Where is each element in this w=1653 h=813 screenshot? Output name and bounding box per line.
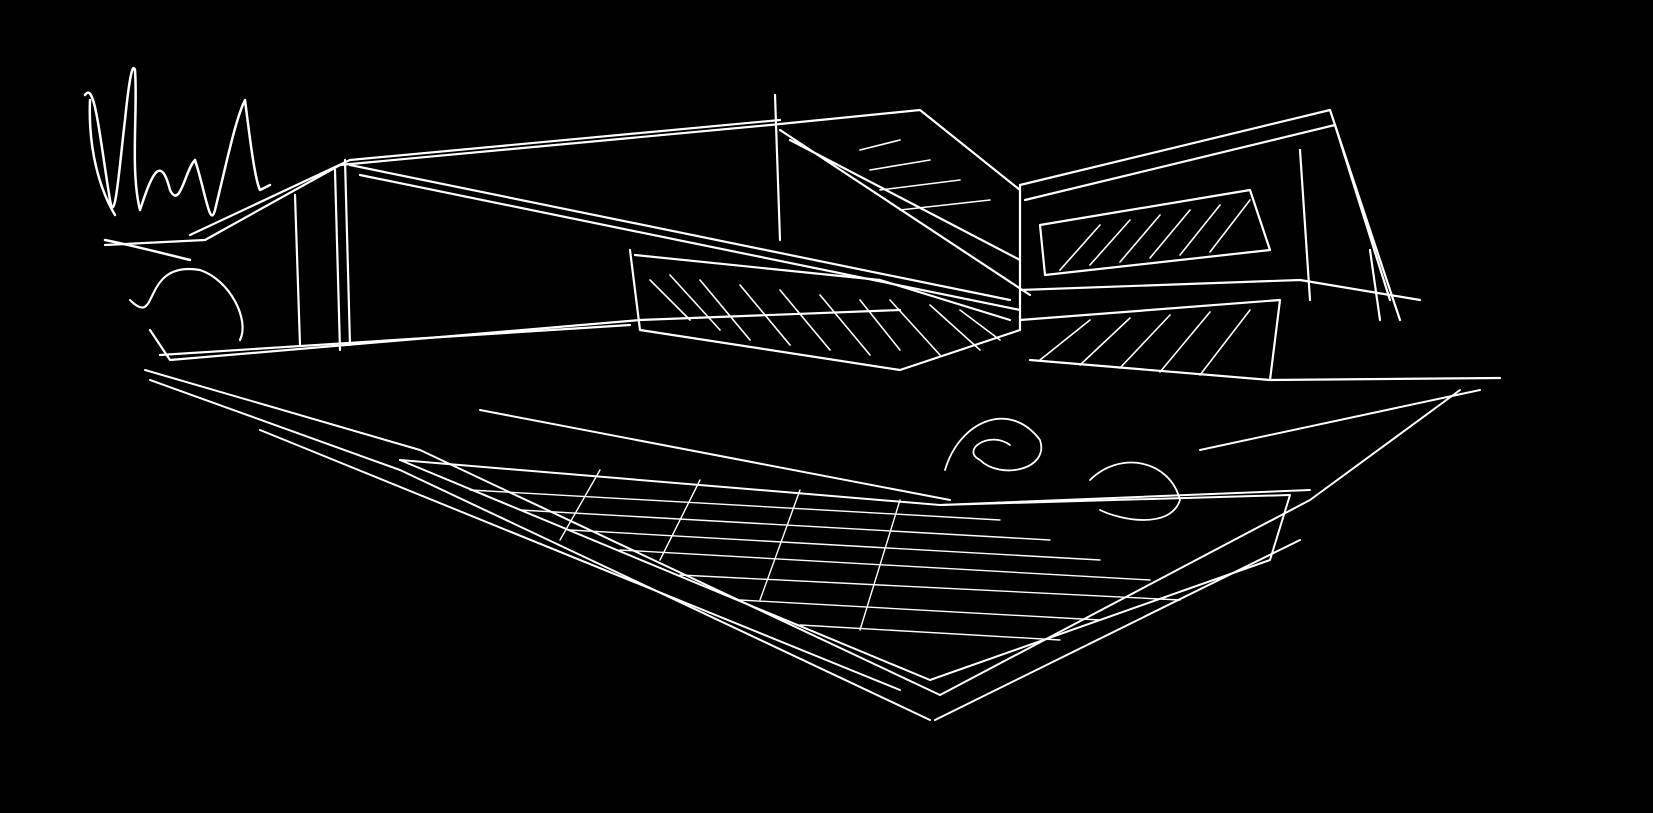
- pool: [399, 409, 1311, 681]
- hatching-right: [1039, 199, 1251, 376]
- tree-scribble: [83, 66, 272, 262]
- pool-lines: [469, 469, 1181, 641]
- central-block: [628, 93, 1032, 372]
- right-wing: [1018, 108, 1502, 382]
- shrub-scribbles: [944, 417, 1181, 521]
- ground-plane: [144, 369, 1481, 721]
- hatching-upper: [859, 139, 991, 211]
- left-wing: [103, 118, 1022, 362]
- hatching-lower: [649, 274, 1001, 356]
